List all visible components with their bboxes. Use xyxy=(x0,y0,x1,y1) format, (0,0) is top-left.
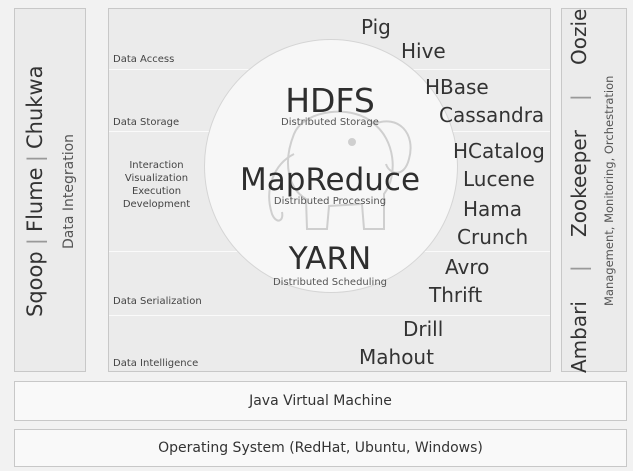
tool-hcatalog: HCatalog xyxy=(453,139,545,163)
os-label: Operating System (RedHat, Ubuntu, Window… xyxy=(158,440,483,456)
tool-lucene: Lucene xyxy=(463,167,535,191)
separator: | xyxy=(23,154,47,162)
data-integration-caption: Data Integration xyxy=(61,133,77,249)
separator: | xyxy=(567,94,591,101)
management-tools: Ambari | Zookeeper | Oozie xyxy=(567,9,591,373)
mapreduce-subtitle: Distributed Processing xyxy=(273,196,387,207)
tool-flume: Flume xyxy=(23,167,47,233)
hadoop-core-circle xyxy=(204,39,458,293)
label-data-serialization: Data Serialization xyxy=(113,296,202,307)
label-data-access: Data Access xyxy=(113,54,175,65)
tool-chukwa: Chukwa xyxy=(23,65,47,149)
hdfs-title: HDFS xyxy=(285,81,375,120)
yarn-title: YARN xyxy=(288,241,372,277)
tool-drill: Drill xyxy=(403,317,444,341)
separator: | xyxy=(23,238,47,245)
tool-hama: Hama xyxy=(463,197,523,221)
tool-zookeeper: Zookeeper xyxy=(567,129,591,237)
os-layer: Operating System (RedHat, Ubuntu, Window… xyxy=(14,429,627,467)
mapreduce-title: MapReduce xyxy=(239,162,421,198)
hdfs-subtitle: Distributed Storage xyxy=(281,117,379,128)
label-development: Development xyxy=(122,199,191,210)
label-data-intelligence: Data Intelligence xyxy=(113,358,199,369)
jvm-label: Java Virtual Machine xyxy=(249,393,392,409)
tool-hbase: HBase xyxy=(425,75,489,99)
tool-pig: Pig xyxy=(361,15,391,39)
yarn-subtitle: Distributed Scheduling xyxy=(272,277,388,288)
elephant-icon xyxy=(268,110,412,230)
tool-thrift: Thrift xyxy=(429,283,483,307)
tool-oozie: Oozie xyxy=(567,9,591,66)
tool-cassandra: Cassandra xyxy=(439,103,545,127)
jvm-layer: Java Virtual Machine xyxy=(14,381,627,421)
separator: | xyxy=(567,265,591,273)
tool-avro: Avro xyxy=(445,255,490,279)
tool-sqoop: Sqoop xyxy=(23,250,47,317)
tool-crunch: Crunch xyxy=(457,225,529,249)
band-data-serialization xyxy=(109,251,550,316)
hadoop-ecosystem-panel: Data Access Data Storage Interaction Vis… xyxy=(108,8,551,372)
management-caption: Management, Monitoring, Orchestration xyxy=(602,75,616,307)
label-visualization: Visualization xyxy=(124,173,189,184)
data-integration-panel: Sqoop | Flume | Chukwa Data Integration xyxy=(14,8,86,372)
integration-tools: Sqoop | Flume | Chukwa xyxy=(23,9,47,373)
label-execution: Execution xyxy=(131,186,182,197)
management-panel: Ambari | Zookeeper | Oozie Management, M… xyxy=(561,8,627,373)
tool-ambari: Ambari xyxy=(567,301,591,373)
tool-hive: Hive xyxy=(401,39,446,63)
label-data-storage: Data Storage xyxy=(113,117,180,128)
label-interaction-group: Interaction Visualization Execution Deve… xyxy=(109,159,204,211)
label-interaction: Interaction xyxy=(129,160,184,171)
tool-mahout: Mahout xyxy=(359,345,434,369)
